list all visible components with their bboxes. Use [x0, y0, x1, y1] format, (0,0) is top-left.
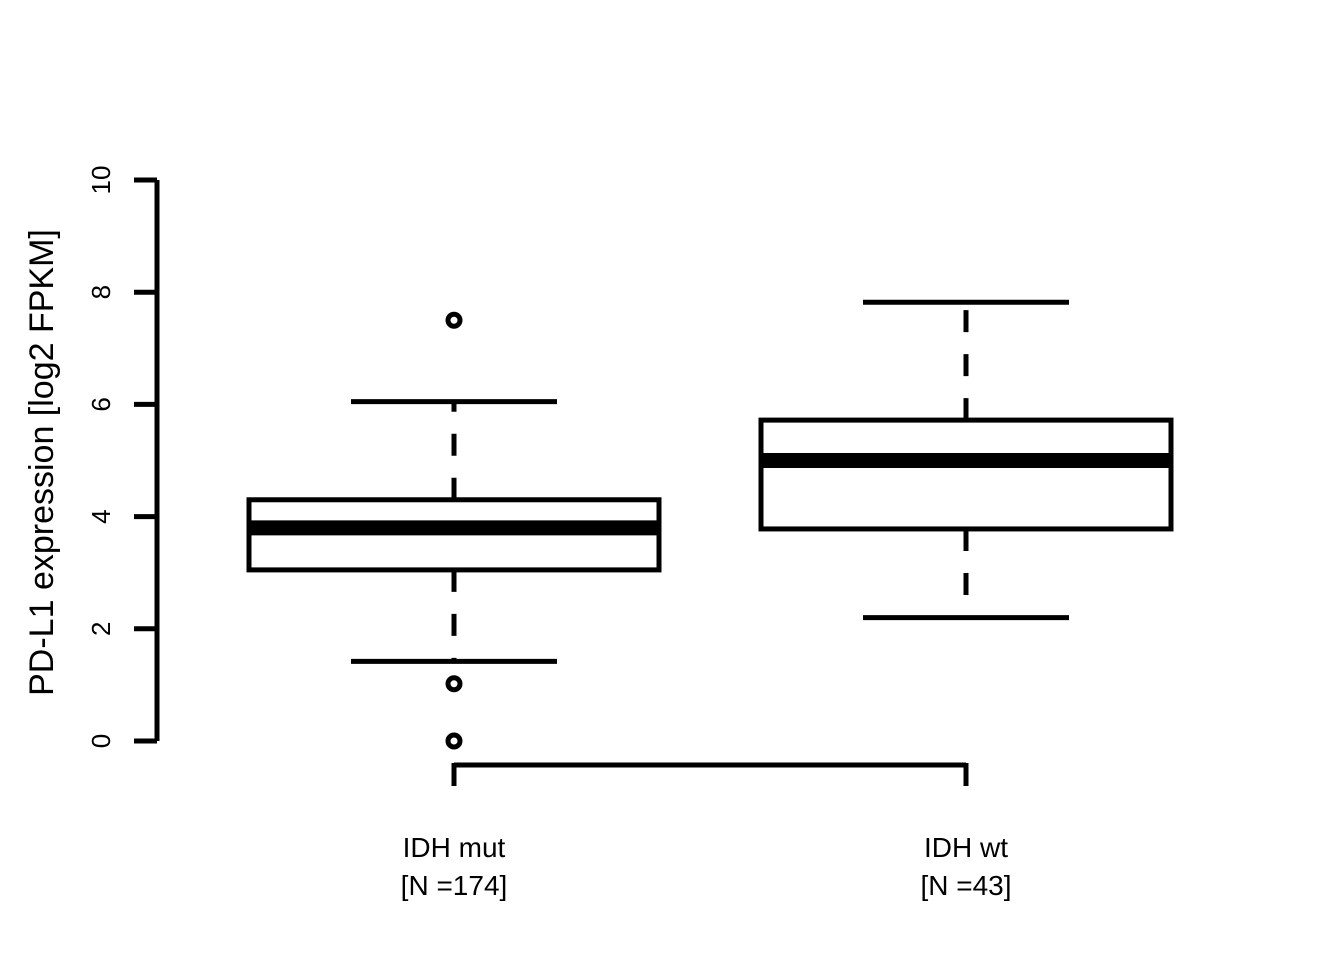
outlier-point [445, 732, 463, 750]
y-tick-label: 4 [86, 509, 116, 523]
category-labels: IDH mut [N =174] IDH wt [N =43] [401, 832, 1012, 901]
comparison-bracket [451, 762, 969, 786]
outlier-point [445, 675, 463, 693]
y-axis-label: PD-L1 expression [log2 FPKM] [23, 229, 61, 696]
y-axis: 0 2 4 6 8 10 [86, 166, 160, 748]
y-tick-label: 2 [86, 622, 116, 636]
y-tick-label: 8 [86, 285, 116, 299]
category-label: IDH wt [924, 832, 1008, 863]
y-tick-label: 10 [86, 166, 116, 195]
category-n-label: [N =43] [920, 870, 1011, 901]
category-label: IDH mut [403, 832, 506, 863]
y-tick-label: 6 [86, 397, 116, 411]
boxes [246, 299, 1174, 750]
category-n-label: [N =174] [401, 870, 508, 901]
box-group [758, 299, 1174, 621]
box-group [246, 311, 662, 750]
y-tick-label: 0 [86, 734, 116, 748]
iqr-box [758, 417, 1174, 532]
outlier-point [445, 311, 463, 329]
